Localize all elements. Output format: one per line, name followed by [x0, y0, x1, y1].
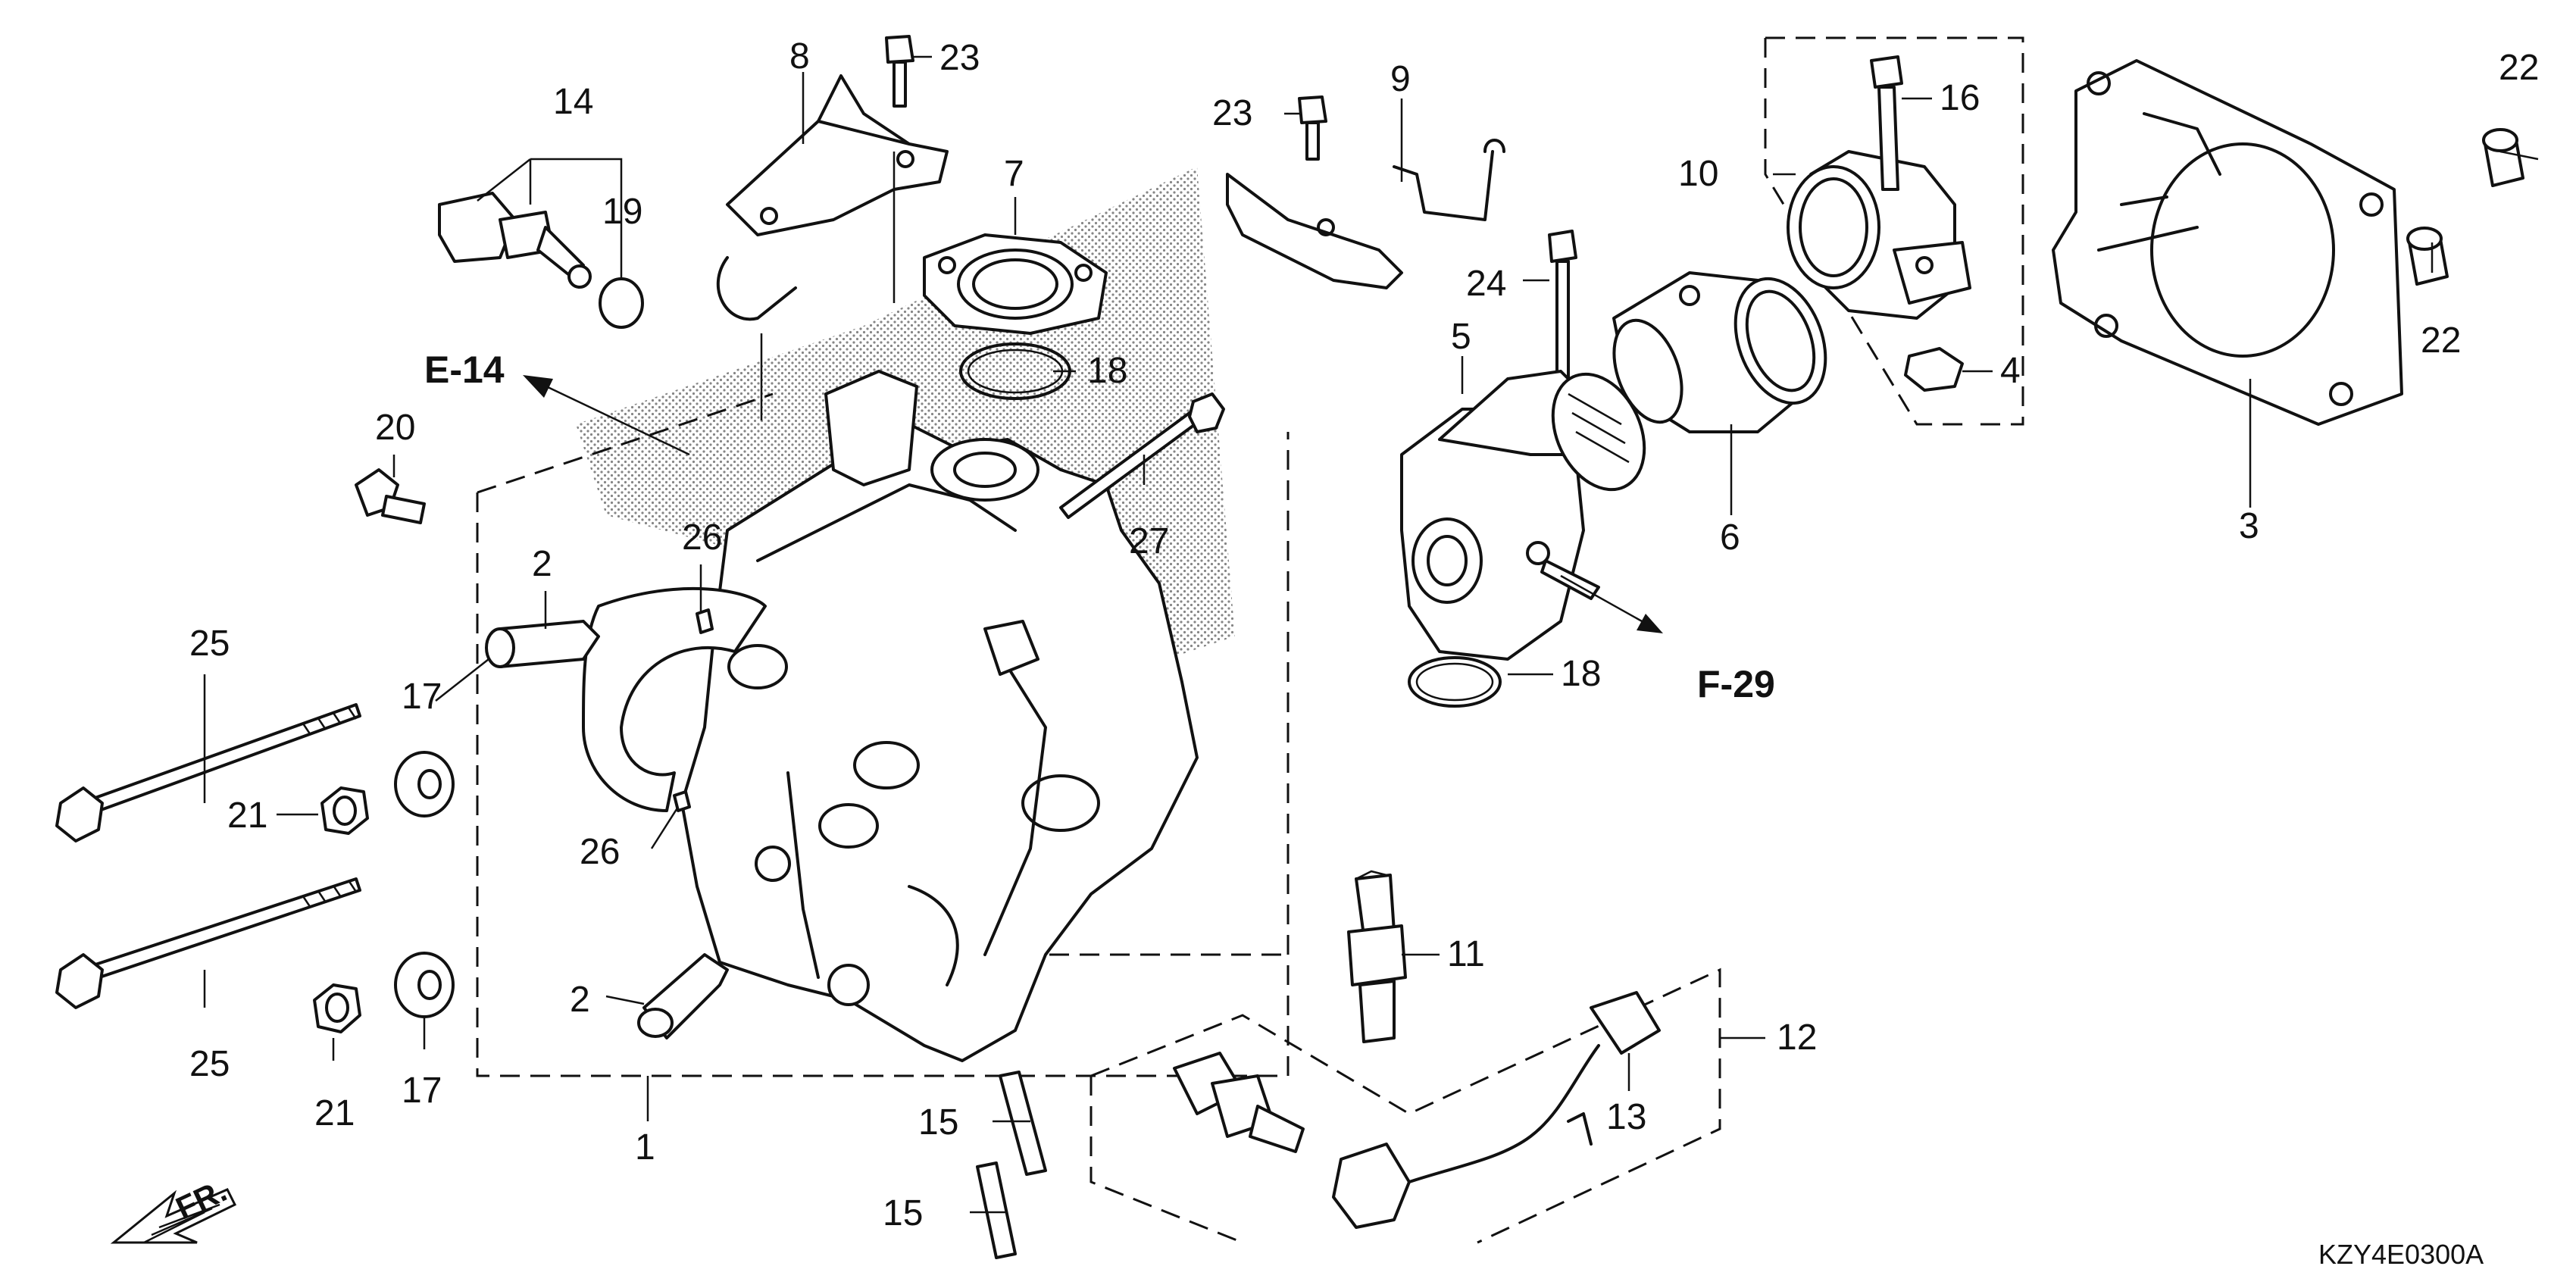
bolt-27	[1059, 392, 1225, 519]
sensor-group-bracket	[1089, 968, 1721, 1244]
callout-17a: 17	[402, 677, 442, 717]
callout-12: 12	[1777, 1018, 1817, 1058]
callout-3: 3	[2239, 506, 2259, 546]
stud-15-lower	[976, 1161, 1017, 1259]
callout-7: 7	[1004, 154, 1024, 194]
callout-2b: 2	[570, 980, 590, 1020]
callout-24: 24	[1466, 264, 1506, 304]
o-ring-19	[599, 277, 644, 329]
head-gasket	[2052, 59, 2403, 426]
bolt-20	[355, 468, 426, 524]
temperature-sensor	[1173, 1052, 1305, 1153]
callout-9: 9	[1390, 59, 1411, 99]
cylinder-head	[582, 370, 1199, 1062]
callout-22b: 22	[2421, 320, 2461, 361]
callout-18a: 18	[1087, 351, 1127, 391]
bolt-23-left	[885, 35, 914, 108]
callout-19: 19	[602, 192, 642, 232]
callout-22a: 22	[2499, 48, 2539, 88]
bracket-9	[1226, 139, 1505, 289]
nut-4	[1904, 347, 1964, 392]
callout-17b: 17	[402, 1071, 442, 1111]
stud-15-upper	[999, 1071, 1047, 1176]
callout-25b: 25	[189, 1044, 230, 1084]
callout-25a: 25	[189, 624, 230, 664]
diagram-code: KZY4E0300A	[2318, 1239, 2484, 1270]
callout-21b: 21	[314, 1093, 355, 1133]
bolt-24	[1548, 230, 1577, 380]
ref-arrow-e14	[523, 375, 690, 456]
bracket-8	[716, 74, 949, 321]
intake-manifold	[1400, 370, 1646, 661]
screw-16	[1870, 55, 1903, 191]
pin-26-upper	[696, 608, 714, 634]
pin-26-lower	[673, 790, 691, 812]
stud-bolt-upper	[55, 703, 361, 843]
sensor-14	[438, 192, 592, 289]
callout-26a: 26	[682, 517, 722, 558]
clamp-band	[1787, 150, 1971, 320]
o2-sensor	[1332, 991, 1661, 1229]
dowel-22-upper	[2482, 128, 2524, 187]
callout-23a: 23	[939, 38, 980, 78]
spark-plug	[1347, 870, 1407, 1043]
nut-upper	[320, 786, 369, 835]
callout-27: 27	[1129, 521, 1169, 561]
stud-bolt-lower	[55, 877, 361, 1009]
callout-16: 16	[1940, 78, 1980, 118]
ref-label-f29: F-29	[1697, 663, 1775, 705]
callout-23b: 23	[1212, 93, 1252, 133]
insulator-gasket	[923, 233, 1108, 335]
callout-2a: 2	[532, 544, 552, 584]
intake-joint	[1612, 271, 1827, 433]
callout-11: 11	[1447, 934, 1485, 974]
callout-10: 10	[1678, 154, 1718, 194]
callout-18b: 18	[1561, 654, 1601, 694]
callout-13: 13	[1606, 1097, 1646, 1137]
callout-8: 8	[789, 36, 810, 77]
callout-5: 5	[1451, 317, 1471, 357]
cylinder-head-bracket	[476, 392, 1290, 1077]
dowel-22-lower	[2406, 227, 2449, 286]
callout-15a: 15	[918, 1102, 958, 1143]
ref-arrow-f29	[1560, 574, 1663, 633]
callout-1: 1	[635, 1127, 655, 1168]
ref-label-e14: E-14	[424, 349, 505, 391]
washer-lower	[394, 952, 455, 1018]
callout-4: 4	[2000, 351, 2021, 391]
dowel-pin-upper	[485, 620, 600, 668]
callout-6: 6	[1720, 517, 1740, 558]
callout-15b: 15	[883, 1193, 923, 1233]
bolt-23-right	[1298, 95, 1327, 161]
leader-lines	[203, 55, 2539, 1214]
dowel-pin-lower	[637, 953, 729, 1039]
callout-26b: 26	[580, 832, 620, 872]
callout-14: 14	[553, 82, 593, 122]
o-ring-lower	[1408, 656, 1502, 708]
nut-lower	[313, 983, 361, 1033]
callout-20: 20	[375, 408, 415, 448]
washer-upper	[394, 751, 455, 818]
front-arrow-icon	[110, 1188, 237, 1244]
callout-21a: 21	[227, 796, 267, 836]
callout-labels: 1 2 2 3 4 5 6 7 8 9 10 11 12 13 14 15 15…	[189, 36, 2539, 1233]
